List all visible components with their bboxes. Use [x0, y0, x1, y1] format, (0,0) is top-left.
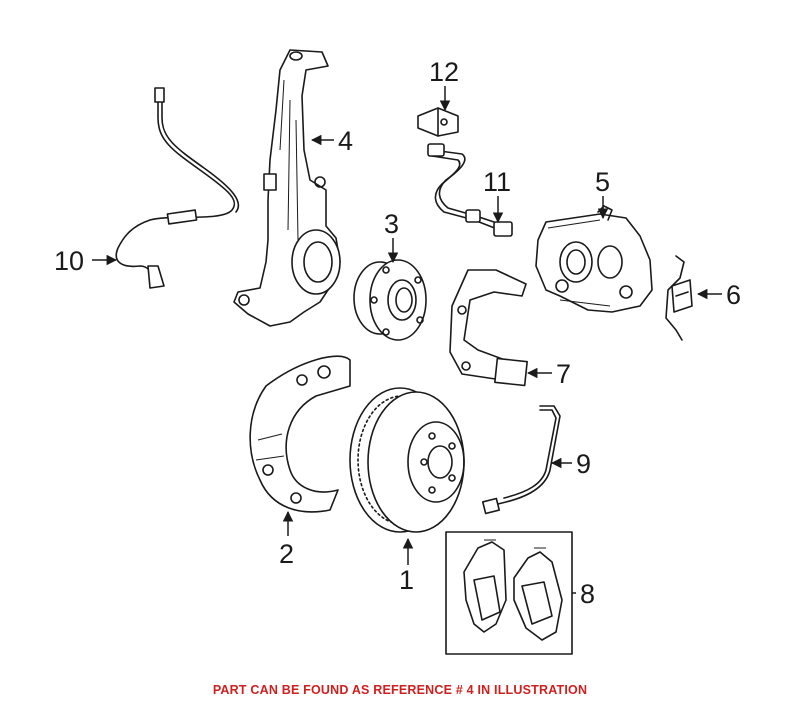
- part-3-wheel-hub: [353, 259, 427, 341]
- footer-reference-note: PART CAN BE FOUND AS REFERENCE # 4 IN IL…: [212, 683, 588, 697]
- part-8-brake-pads: [445, 531, 573, 655]
- callout-2: 2: [279, 539, 294, 569]
- callout-leaders: [92, 86, 722, 565]
- part-10-abs-sensor: [115, 87, 240, 289]
- callout-12: 12: [429, 57, 459, 87]
- callout-10: 10: [54, 246, 84, 276]
- callout-5: 5: [595, 167, 610, 197]
- callout-4: 4: [338, 126, 353, 156]
- callout-8: 8: [580, 579, 595, 609]
- part-2-dust-shield: [249, 355, 351, 513]
- part-1-brake-rotor: [349, 387, 465, 533]
- part-9-wear-sensor: [481, 405, 561, 515]
- callout-9: 9: [576, 449, 591, 479]
- part-12-hose-bracket: [417, 107, 459, 137]
- part-7-caliper-bracket: [449, 269, 528, 387]
- part-11-brake-hose: [427, 143, 513, 237]
- part-4-steering-knuckle: [233, 49, 341, 327]
- callout-3: 3: [384, 209, 399, 239]
- callout-11: 11: [483, 167, 511, 197]
- callout-labels: 1 2 3 4 5 6 7 8 9 10 11 12: [54, 57, 741, 609]
- part-5-brake-caliper: [535, 205, 653, 313]
- callout-6: 6: [726, 280, 741, 310]
- part-6-spring-clip: [665, 255, 693, 341]
- callout-1: 1: [399, 565, 414, 595]
- callout-7: 7: [556, 359, 571, 389]
